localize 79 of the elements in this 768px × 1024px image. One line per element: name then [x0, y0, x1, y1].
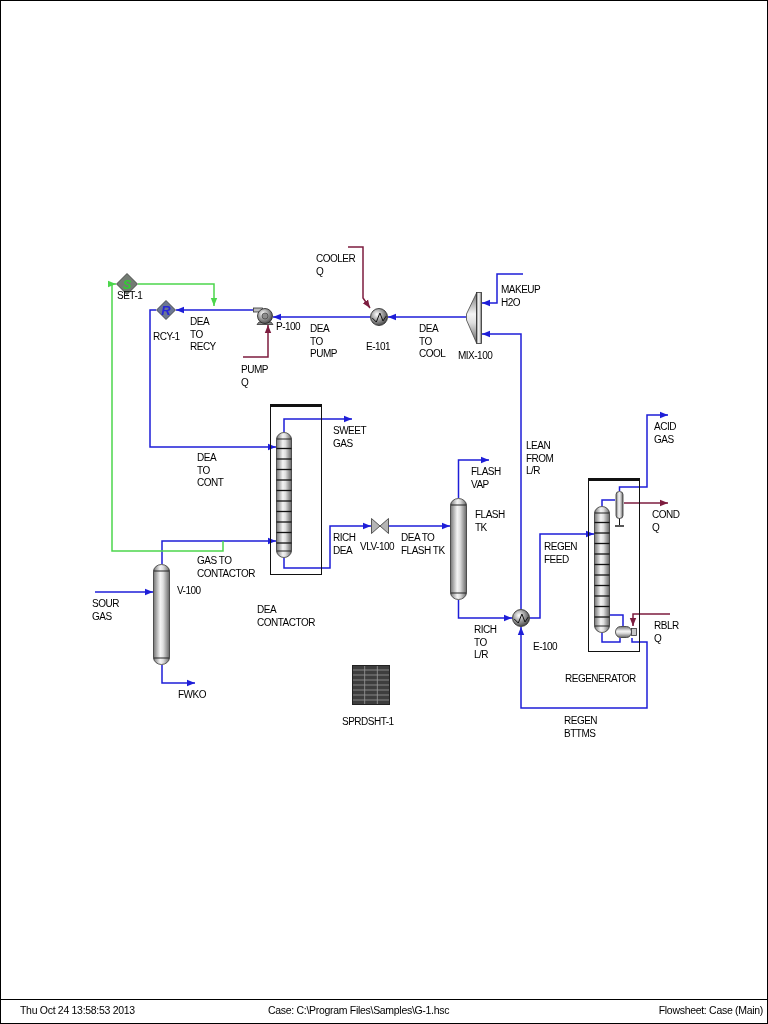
stream-label: MAKEUP H2O	[501, 284, 541, 309]
stream-label: DEA TO CONT	[197, 452, 224, 490]
equipment-label: SET-1	[117, 290, 143, 303]
stream-label: GAS TO CONTACTOR	[197, 555, 255, 580]
mixer-symbol	[466, 292, 482, 344]
flow-arrow	[161, 664, 196, 687]
flow-arrow	[618, 411, 669, 492]
stream-label: FLASH VAP	[471, 466, 501, 491]
equipment-label: SPRDSHT-1	[342, 716, 394, 729]
separator-vessel	[153, 564, 170, 665]
flow-arrow	[457, 456, 490, 499]
equipment-label: REGENERATOR	[565, 673, 636, 686]
reboiler-vessel	[615, 626, 637, 638]
heat-exchanger-symbol	[512, 609, 530, 627]
diamond-letter: R	[161, 303, 171, 317]
flow-arrow	[529, 530, 595, 619]
stream-label: SOUR GAS	[92, 598, 119, 623]
stream-label: COND Q	[652, 509, 680, 534]
flow-arrow	[623, 499, 669, 507]
pump-symbol	[253, 305, 273, 325]
date-time-text: Thu Oct 24 13:58:53 2013	[20, 1004, 135, 1017]
flow-arrow	[481, 273, 524, 307]
stream-label: LEAN FROM L/R	[526, 440, 554, 478]
stream-label: RICH TO L/R	[474, 624, 497, 662]
stream-label: SWEET GAS	[333, 425, 366, 450]
spreadsheet-symbol	[352, 665, 390, 705]
equipment-label: MIX-100	[458, 350, 493, 363]
flowsheet-name-text: Flowsheet: Case (Main)	[658, 1004, 763, 1017]
tray-column	[594, 506, 610, 633]
column-frame	[588, 478, 640, 652]
equipment-label: V-100	[177, 585, 201, 598]
equipment-label: DEA CONTACTOR	[257, 604, 315, 629]
stream-label: PUMP Q	[241, 364, 268, 389]
equipment-label: RCY-1	[153, 331, 180, 344]
flow-arrow	[108, 280, 224, 552]
stream-label: DEA TO RECY	[190, 316, 216, 354]
flow-arrow	[94, 588, 154, 596]
recycle-diamond	[156, 300, 176, 320]
equipment-label: E-101	[366, 341, 391, 354]
flow-arrow	[388, 522, 451, 530]
heat-exchanger-symbol	[370, 308, 388, 326]
stream-label: COOLER Q	[316, 253, 356, 278]
connector-line	[609, 614, 624, 627]
equipment-label: E-100	[533, 641, 558, 654]
file-path-text: Case: C:\Program Files\Samples\G-1.hsc	[268, 1004, 450, 1017]
flow-arrow	[629, 613, 671, 627]
valve-symbol	[371, 518, 389, 534]
flow-arrow	[457, 599, 513, 622]
stream-label: RBLR Q	[654, 620, 679, 645]
stream-label: ACID GAS	[654, 421, 676, 446]
flow-arrow	[175, 306, 254, 314]
connector-line	[601, 499, 616, 507]
tray-column	[276, 432, 292, 558]
flow-arrow	[242, 324, 272, 358]
stream-label: RICH DEA	[333, 532, 356, 557]
flow-arrow	[272, 313, 371, 321]
flow-arrow	[137, 283, 218, 307]
separator-vessel	[450, 498, 467, 600]
equipment-label: VLV-100	[360, 541, 395, 554]
flow-arrow	[283, 522, 372, 569]
flow-arrow	[517, 626, 648, 709]
stream-label: REGEN FEED	[544, 541, 578, 566]
stream-label: DEA TO COOL	[419, 323, 446, 361]
stream-label: FWKO	[178, 689, 206, 702]
equipment-label: P-100	[276, 321, 301, 334]
equipment-label: FLASH TK	[475, 509, 505, 534]
stream-label: DEA TO FLASH TK	[401, 532, 446, 557]
flow-arrow	[387, 313, 467, 321]
flow-arrow	[149, 309, 277, 451]
flow-arrow	[161, 537, 277, 565]
stream-label: REGEN BTTMS	[564, 715, 598, 740]
flow-arrow	[283, 415, 353, 433]
condenser-vessel	[615, 491, 624, 528]
connector-line	[601, 632, 621, 643]
stream-label: DEA TO PUMP	[310, 323, 337, 361]
flow-arrow	[347, 246, 371, 309]
flow-arrow	[481, 330, 522, 610]
diamond-letter: S	[122, 277, 132, 291]
column-frame	[270, 404, 322, 575]
